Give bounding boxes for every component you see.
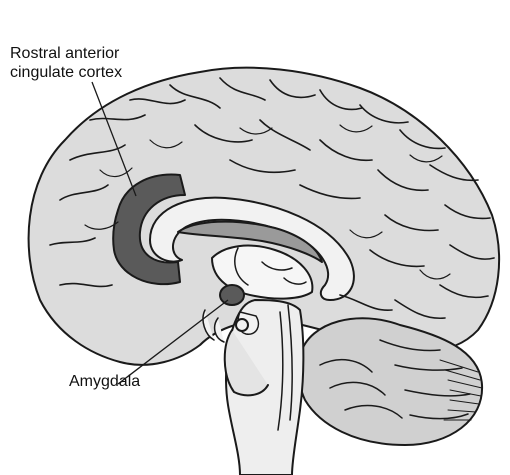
rostral-anterior-cingulate-label: Rostral anterior cingulate cortex [10, 44, 122, 82]
amygdala-label: Amygdala [69, 372, 140, 391]
amygdala-region [220, 285, 244, 305]
rostral-anterior-cingulate-label-line2: cingulate cortex [10, 63, 122, 82]
pituitary [236, 319, 248, 331]
rostral-anterior-cingulate-label-line1: Rostral anterior [10, 44, 122, 63]
